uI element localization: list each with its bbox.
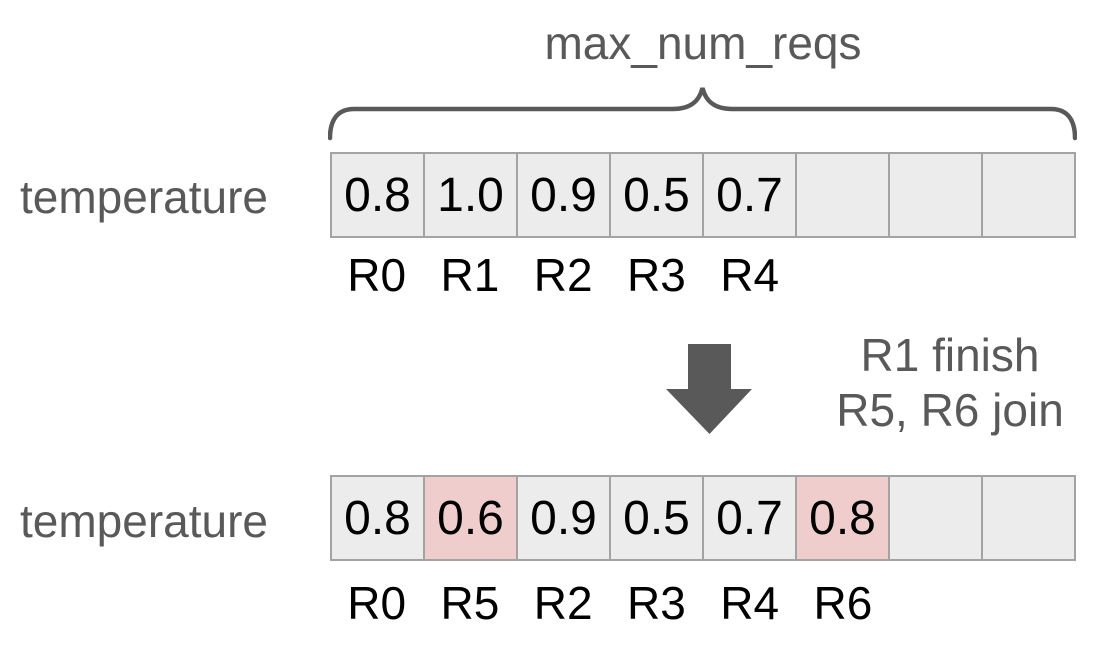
max-num-reqs-label: max_num_reqs <box>544 17 862 69</box>
request-label: R3 <box>626 577 686 629</box>
array-cell: 0.5 <box>609 475 704 561</box>
request-label: R4 <box>720 249 780 301</box>
transition-note: R1 finish R5, R6 join <box>790 328 1110 438</box>
array-cell: 0.8 <box>330 152 425 238</box>
array-cell: 0.7 <box>702 475 797 561</box>
request-label: R1 <box>440 249 500 301</box>
request-label: R5 <box>440 577 500 629</box>
request-label: R3 <box>626 249 686 301</box>
array-cell-empty <box>981 475 1076 561</box>
request-label: R2 <box>533 249 593 301</box>
request-label: R4 <box>720 577 780 629</box>
request-labels-after: R0 R5 R2 R3 R4 R6 <box>330 576 1076 630</box>
array-cell-empty <box>795 152 890 238</box>
request-label: R6 <box>813 577 873 629</box>
array-cell: 0.9 <box>516 475 611 561</box>
curly-brace <box>328 87 1077 141</box>
temperature-array-after: 0.8 0.6 0.9 0.5 0.7 0.8 <box>330 475 1076 561</box>
temperature-label-before: temperature <box>20 171 269 223</box>
request-label <box>983 576 1076 630</box>
request-label: R2 <box>533 577 593 629</box>
temperature-label-after: temperature <box>20 495 269 547</box>
down-arrow-icon <box>666 344 752 434</box>
array-cell: 0.9 <box>516 152 611 238</box>
array-cell: 1.0 <box>423 152 518 238</box>
array-cell: 0.8 <box>330 475 425 561</box>
array-cell-empty <box>888 475 983 561</box>
request-label <box>983 248 1076 302</box>
array-cell: 0.7 <box>702 152 797 238</box>
temperature-array-before: 0.8 1.0 0.9 0.5 0.7 <box>330 152 1076 238</box>
request-label <box>890 576 983 630</box>
array-cell-highlighted: 0.8 <box>795 475 890 561</box>
transition-note-line1: R1 finish <box>860 329 1040 381</box>
array-cell: 0.5 <box>609 152 704 238</box>
request-label <box>796 248 889 302</box>
array-cell-empty <box>888 152 983 238</box>
request-label <box>890 248 983 302</box>
request-label: R0 <box>347 249 407 301</box>
array-cell-highlighted: 0.6 <box>423 475 518 561</box>
request-labels-before: R0 R1 R2 R3 R4 <box>330 248 1076 302</box>
array-cell-empty <box>981 152 1076 238</box>
request-label: R0 <box>347 577 407 629</box>
transition-note-line2: R5, R6 join <box>836 384 1064 436</box>
